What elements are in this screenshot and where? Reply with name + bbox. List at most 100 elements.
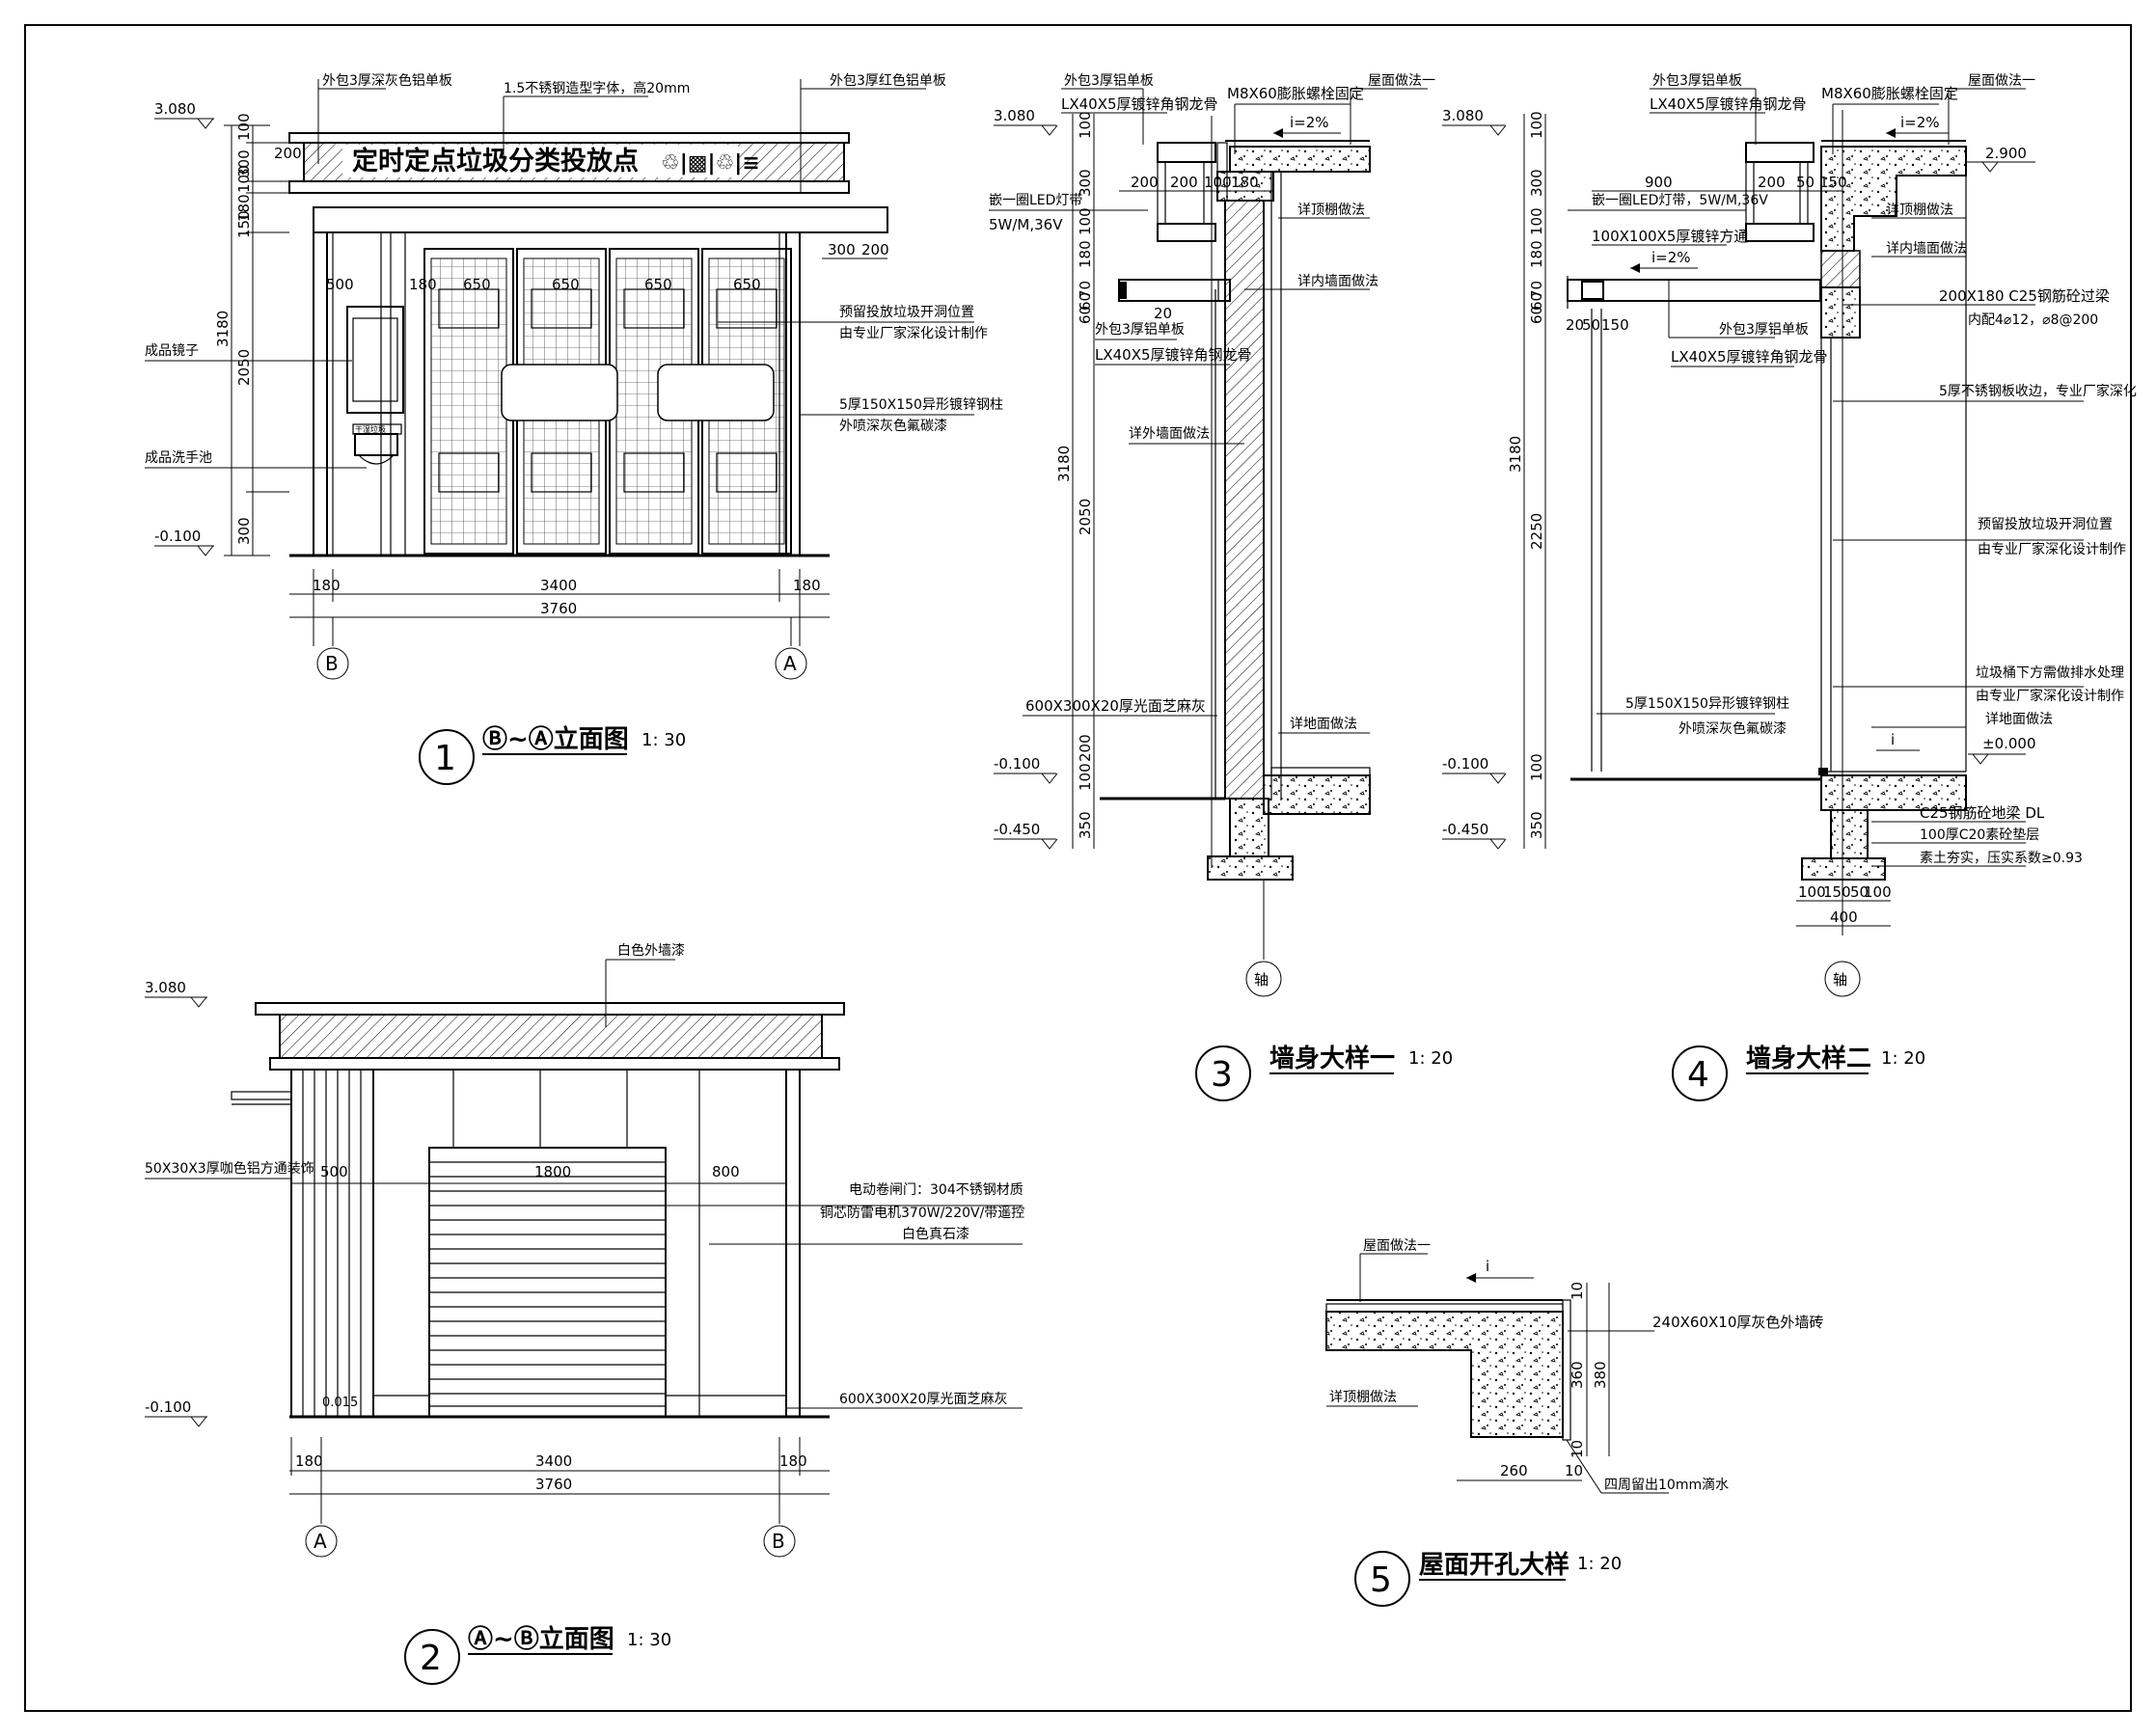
svg-text:预留投放垃圾开洞位置: 预留投放垃圾开洞位置	[1978, 517, 2113, 532]
wall-detail-1: i=2% 3.080 -0.100 -0.450 100 300 100 180…	[989, 73, 1453, 1101]
svg-text:内配4⌀12，⌀8@200: 内配4⌀12，⌀8@200	[1968, 312, 2098, 328]
roof-opening-section	[1325, 1311, 1564, 1438]
svg-text:外包3厚铝单板: 外包3厚铝单板	[1095, 322, 1185, 338]
svg-text:-0.450: -0.450	[1442, 821, 1488, 838]
d4-axis-bubble: 轴	[1824, 961, 1861, 997]
svg-text:A: A	[783, 652, 797, 675]
svg-text:3.080: 3.080	[1442, 107, 1484, 124]
svg-text:3760: 3760	[535, 1476, 572, 1493]
svg-text:60: 60	[1528, 292, 1545, 311]
svg-text:600X300X20厚光面芝麻灰: 600X300X20厚光面芝麻灰	[1025, 697, 1206, 715]
svg-text:详顶棚做法: 详顶棚做法	[1297, 203, 1365, 218]
svg-text:外包3厚铝单板: 外包3厚铝单板	[1719, 322, 1809, 338]
svg-text:由专业厂家深化设计制作: 由专业厂家深化设计制作	[839, 325, 988, 341]
svg-text:详顶棚做法: 详顶棚做法	[1329, 1390, 1397, 1405]
d3-level-0100: -0.100	[994, 755, 1058, 784]
svg-text:500: 500	[326, 276, 354, 293]
svg-text:i=2%: i=2%	[1651, 249, 1691, 266]
svg-text:180: 180	[793, 577, 821, 594]
svg-text:屋面做法一: 屋面做法一	[1363, 1238, 1431, 1254]
elevation-2: 0.015 3.080 -0.100 500 1800 800 180 3400…	[145, 942, 1024, 1685]
svg-text:200: 200	[1170, 174, 1198, 191]
svg-text:M8X60膨胀螺栓固定: M8X60膨胀螺栓固定	[1821, 85, 1958, 102]
svg-text:260: 260	[1500, 1462, 1528, 1479]
svg-text:屋面做法一: 屋面做法一	[1968, 73, 2035, 89]
svg-text:Ⓑ~Ⓐ立面图: Ⓑ~Ⓐ立面图	[482, 724, 629, 754]
svg-text:600X300X20厚光面芝麻灰: 600X300X20厚光面芝麻灰	[839, 1392, 1007, 1407]
svg-text:LX40X5厚镀锌角钢龙骨: LX40X5厚镀锌角钢龙骨	[1671, 348, 1828, 366]
d3-level-0450: -0.450	[994, 821, 1058, 850]
svg-text:屋面开孔大样: 屋面开孔大样	[1419, 1550, 1569, 1580]
svg-text:-0.450: -0.450	[994, 821, 1040, 838]
svg-text:1: 30: 1: 30	[641, 730, 686, 750]
svg-text:180: 180	[779, 1452, 807, 1470]
elev1-title: 1 Ⓑ~Ⓐ立面图 1: 30	[419, 724, 686, 785]
svg-text:四周留出10mm滴水: 四周留出10mm滴水	[1604, 1477, 1729, 1493]
svg-text:3180: 3180	[214, 311, 232, 347]
svg-text:详地面做法: 详地面做法	[1290, 717, 1357, 732]
svg-text:5W/M,36V: 5W/M,36V	[989, 216, 1063, 233]
svg-text:100: 100	[1528, 111, 1545, 139]
svg-text:嵌一圈LED灯带: 嵌一圈LED灯带	[989, 193, 1082, 208]
svg-text:650: 650	[463, 276, 491, 293]
svg-text:预留投放垃圾开洞位置: 预留投放垃圾开洞位置	[839, 305, 974, 320]
svg-text:-0.100: -0.100	[994, 755, 1040, 773]
svg-text:50: 50	[1850, 883, 1869, 901]
svg-text:LX40X5厚镀锌角钢龙骨: LX40X5厚镀锌角钢龙骨	[1095, 346, 1252, 364]
level-marker-3080: 3.080	[154, 100, 214, 129]
svg-text:垃圾桶下方需做排水处理: 垃圾桶下方需做排水处理	[1976, 665, 2124, 681]
svg-text:-0.100: -0.100	[154, 528, 201, 545]
svg-text:70: 70	[1077, 281, 1094, 299]
svg-text:3400: 3400	[535, 1452, 572, 1470]
svg-text:轴: 轴	[1254, 971, 1269, 989]
svg-text:300: 300	[1528, 169, 1545, 197]
svg-text:详内墙面做法: 详内墙面做法	[1297, 274, 1378, 289]
svg-text:1: 20: 1: 20	[1881, 1048, 1925, 1069]
svg-text:180: 180	[313, 577, 341, 594]
svg-text:10: 10	[1565, 1462, 1583, 1479]
svg-text:5: 5	[1370, 1560, 1392, 1600]
axis-bubble-a: A	[775, 647, 807, 680]
svg-text:200: 200	[861, 241, 889, 258]
canopy-top	[288, 132, 850, 144]
elevation-1: 定时定点垃圾分类投放点 ♲|▩|♲|≡ 干湿垃圾	[145, 72, 1003, 785]
svg-text:M8X60膨胀螺栓固定: M8X60膨胀螺栓固定	[1227, 85, 1364, 102]
svg-text:-0.100: -0.100	[145, 1398, 191, 1416]
mirror	[346, 306, 404, 414]
sheet-border	[24, 24, 2132, 1712]
footing-1	[1207, 855, 1294, 881]
svg-text:300: 300	[235, 517, 253, 545]
svg-text:C25钢筋砼地梁 DL: C25钢筋砼地梁 DL	[1920, 804, 2045, 822]
axis-bubble-a2: A	[305, 1525, 338, 1558]
svg-text:100: 100	[235, 165, 253, 193]
roof-opening-detail: i 10 360 380 10 260 10 屋面做法一 240X60X10厚灰…	[1325, 1238, 1823, 1607]
svg-text:详外墙面做法: 详外墙面做法	[1129, 426, 1210, 442]
svg-text:详顶棚做法: 详顶棚做法	[1886, 203, 1953, 218]
svg-text:50: 50	[1796, 174, 1815, 191]
svg-text:墙身大样一: 墙身大样一	[1269, 1044, 1395, 1073]
svg-text:5厚不锈钢板收边，专业厂家深化: 5厚不锈钢板收边，专业厂家深化	[1939, 383, 2137, 399]
lintel-beam	[1820, 286, 1861, 339]
svg-text:1: 20: 1: 20	[1408, 1048, 1453, 1069]
svg-text:150: 150	[1601, 316, 1629, 334]
svg-text:350: 350	[1077, 811, 1094, 839]
svg-text:4: 4	[1687, 1055, 1709, 1095]
axis-bubble-b2: B	[763, 1525, 796, 1558]
svg-text:A: A	[314, 1530, 327, 1553]
svg-text:360: 360	[1569, 1361, 1586, 1389]
svg-text:铜芯防雷电机370W/220V/带遥控: 铜芯防雷电机370W/220V/带遥控	[820, 1206, 1024, 1221]
svg-text:1800: 1800	[534, 1163, 571, 1180]
svg-text:5厚150X150异形镀锌钢柱: 5厚150X150异形镀锌钢柱	[1625, 695, 1789, 712]
svg-text:180: 180	[409, 276, 437, 293]
svg-text:i=2%: i=2%	[1290, 114, 1329, 131]
svg-text:LX40X5厚镀锌角钢龙骨: LX40X5厚镀锌角钢龙骨	[1650, 95, 1807, 113]
svg-text:1: 30: 1: 30	[627, 1630, 671, 1650]
d3-axis-bubble: 轴	[1245, 961, 1282, 997]
svg-text:380: 380	[1592, 1361, 1609, 1389]
svg-text:10: 10	[1569, 1282, 1586, 1300]
elev2-level-0100: -0.100	[145, 1398, 207, 1427]
svg-text:外喷深灰色氟碳漆: 外喷深灰色氟碳漆	[839, 418, 947, 434]
svg-text:20: 20	[1566, 316, 1584, 334]
d5-title: 5 屋面开孔大样 1: 20	[1354, 1550, 1622, 1607]
svg-text:300: 300	[235, 149, 253, 177]
